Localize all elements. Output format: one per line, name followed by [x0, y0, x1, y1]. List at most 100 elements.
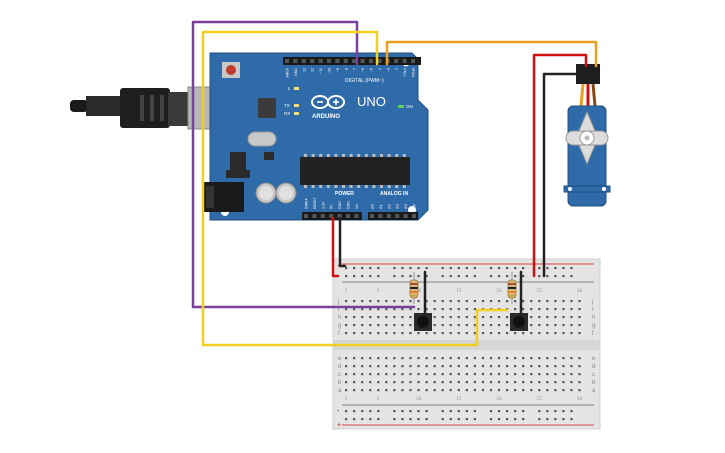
digital-pin-label: ~10: [328, 68, 332, 74]
led-rx: [294, 112, 299, 115]
digital-pin-label: 8: [344, 68, 348, 70]
breadboard-row-label: d: [592, 364, 595, 370]
arduino-logo: [311, 95, 345, 109]
power-pin[interactable]: [337, 214, 342, 218]
breadboard-col-label: 10: [416, 396, 422, 402]
digital-pin[interactable]: [369, 59, 373, 63]
digital-pin[interactable]: [293, 59, 298, 63]
breadboard-row-label: e: [592, 356, 596, 362]
digital-pin[interactable]: [360, 59, 365, 63]
power-pin[interactable]: [329, 214, 334, 218]
pushbutton-1[interactable]: [414, 313, 432, 331]
digital-pin[interactable]: [343, 59, 348, 63]
breadboard-col-label: 1: [345, 396, 348, 402]
power-pin[interactable]: [346, 214, 350, 218]
digital-pin[interactable]: [335, 59, 340, 63]
power-pin[interactable]: [304, 214, 308, 218]
breadboard-row-label: j: [591, 299, 593, 305]
breadboard-col-label: 15: [456, 396, 462, 402]
usb-chip: [258, 98, 276, 118]
breadboard-row-label: c: [338, 372, 341, 378]
breadboard-row-label: f: [338, 331, 340, 337]
crystal: [247, 131, 277, 147]
analog-pin[interactable]: [412, 214, 416, 218]
digital-pin[interactable]: [377, 59, 382, 63]
resistor-1: [409, 272, 419, 304]
analog-pin-label: A5: [412, 203, 417, 209]
breadboard-col-label: 20: [496, 288, 502, 294]
wire-orange: [385, 40, 598, 68]
breadboard-col-label: 10: [416, 288, 422, 294]
rail-minus-bottom: -: [337, 408, 340, 415]
power-pin-label: RESET: [313, 196, 317, 209]
analog-pin-label: A2: [386, 203, 391, 209]
digital-pin-label: TX▸1: [403, 68, 407, 76]
breadboard-row-label: g: [338, 323, 341, 329]
power-pin[interactable]: [354, 214, 359, 218]
breadboard-row-label: f: [592, 331, 594, 337]
wire-purple: [191, 20, 416, 309]
digital-pin-label: 4: [378, 68, 382, 70]
analog-pin[interactable]: [386, 214, 391, 218]
breadboard-col-label: 25: [536, 288, 542, 294]
breadboard-col-label: 5: [377, 396, 380, 402]
breadboard-row-label: j: [337, 299, 339, 305]
digital-pin[interactable]: [285, 59, 289, 63]
breadboard-row-label: a: [592, 388, 596, 394]
analog-pin[interactable]: [395, 214, 400, 218]
power-pin-label: GND: [338, 201, 342, 209]
voltage-regulator: [230, 152, 246, 170]
led-l-label: L: [288, 86, 291, 91]
wire-red-5v: [331, 216, 340, 278]
wire-black-servo: [542, 72, 578, 278]
analog-pin-label: A3: [395, 203, 400, 209]
digital-pin[interactable]: [394, 59, 399, 63]
analog-pin[interactable]: [403, 214, 408, 218]
digital-pin[interactable]: [411, 59, 415, 63]
microcontroller-chip: [300, 157, 410, 185]
digital-pin[interactable]: [301, 59, 306, 63]
analog-pin-label: A1: [378, 203, 383, 209]
wire-yellow: [201, 30, 509, 347]
breadboard-row-label: i: [592, 307, 593, 313]
resistor-2: [507, 272, 517, 304]
analog-pin-label: A4: [403, 203, 408, 209]
digital-pin[interactable]: [402, 59, 407, 63]
breadboard-row-label: g: [592, 323, 595, 329]
power-pin-label: IOREF: [305, 197, 309, 209]
digital-pin-label: ~3: [386, 68, 390, 72]
digital-pin[interactable]: [327, 59, 331, 63]
power-pin-label: 5V: [330, 204, 334, 209]
breadboard-col-label: 30: [577, 396, 583, 402]
breadboard-col-label: 5: [377, 288, 380, 294]
power-pin[interactable]: [312, 214, 317, 218]
analog-pin[interactable]: [378, 214, 383, 218]
digital-pin-label: ~5: [370, 68, 374, 72]
led-rx-label: RX: [284, 111, 290, 116]
digital-pin[interactable]: [318, 59, 323, 63]
pushbutton-2[interactable]: [510, 313, 528, 331]
analog-header: [368, 212, 418, 220]
digital-pin-label: ~11: [319, 68, 323, 74]
rail-plus-bottom: +: [337, 422, 341, 429]
digital-header: [283, 57, 421, 65]
breadboard-col-label: 20: [496, 396, 502, 402]
led-on-label: ON: [406, 104, 413, 109]
wire-black-gnd: [338, 216, 347, 268]
wire-red-servo: [532, 53, 588, 278]
breadboard-row-label: a: [338, 388, 342, 394]
digital-pin-label: AREF: [286, 67, 290, 77]
breadboard-row-label: h: [338, 315, 341, 321]
power-label: POWER: [335, 191, 354, 197]
breadboard-row-label: d: [338, 364, 341, 370]
digital-pin[interactable]: [310, 59, 315, 63]
breadboard-row-label: i: [338, 307, 339, 313]
power-pin[interactable]: [320, 214, 325, 218]
analog-pin[interactable]: [370, 214, 374, 218]
led-tx: [294, 104, 299, 107]
digital-pin[interactable]: [352, 59, 357, 63]
digital-pin-label: 7: [353, 68, 357, 70]
breadboard-row-label: b: [338, 380, 342, 386]
